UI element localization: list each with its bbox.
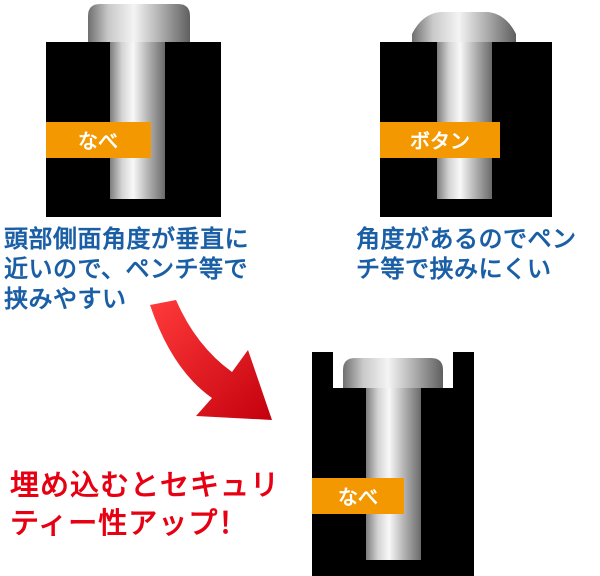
caption-right-line-1: 角度があるのでペン	[356, 225, 577, 253]
caption-left-line-1: 頭部側面角度が垂直に	[4, 225, 249, 253]
panel-pan-head-top: なべ	[46, 4, 221, 217]
screw-shaft	[437, 42, 492, 199]
label-band	[380, 122, 500, 158]
screw-shaft	[366, 388, 421, 560]
caption-left-line-2: 近いので、ペンチ等で	[4, 255, 249, 283]
label-text: なべ	[338, 485, 378, 509]
headline: 埋め込むとセキュリ ティー性アップ！	[10, 466, 280, 542]
caption-left: 頭部側面角度が垂直に 近いので、ペンチ等で 挟みやすい	[4, 224, 249, 314]
label-band	[46, 122, 151, 158]
caption-right-line-2: チ等で挟みにくい	[356, 255, 552, 283]
caption-left-line-3: 挟みやすい	[4, 285, 127, 313]
screw-shaft	[110, 42, 165, 199]
curved-arrow	[150, 300, 272, 420]
panel-button-head-top: ボタン	[380, 12, 552, 217]
label-text: なべ	[78, 129, 118, 153]
caption-right: 角度があるのでペン チ等で挟みにくい	[356, 224, 577, 284]
panel-pan-head-recessed: なべ	[312, 352, 474, 576]
headline-line-1: 埋め込むとセキュリ	[10, 468, 281, 502]
headline-line-2: ティー性アップ！	[10, 506, 249, 540]
screw-head	[343, 358, 443, 388]
label-band	[312, 478, 404, 514]
screw-head	[412, 12, 516, 42]
label-text: ボタン	[410, 129, 470, 153]
screw-head	[88, 4, 190, 42]
